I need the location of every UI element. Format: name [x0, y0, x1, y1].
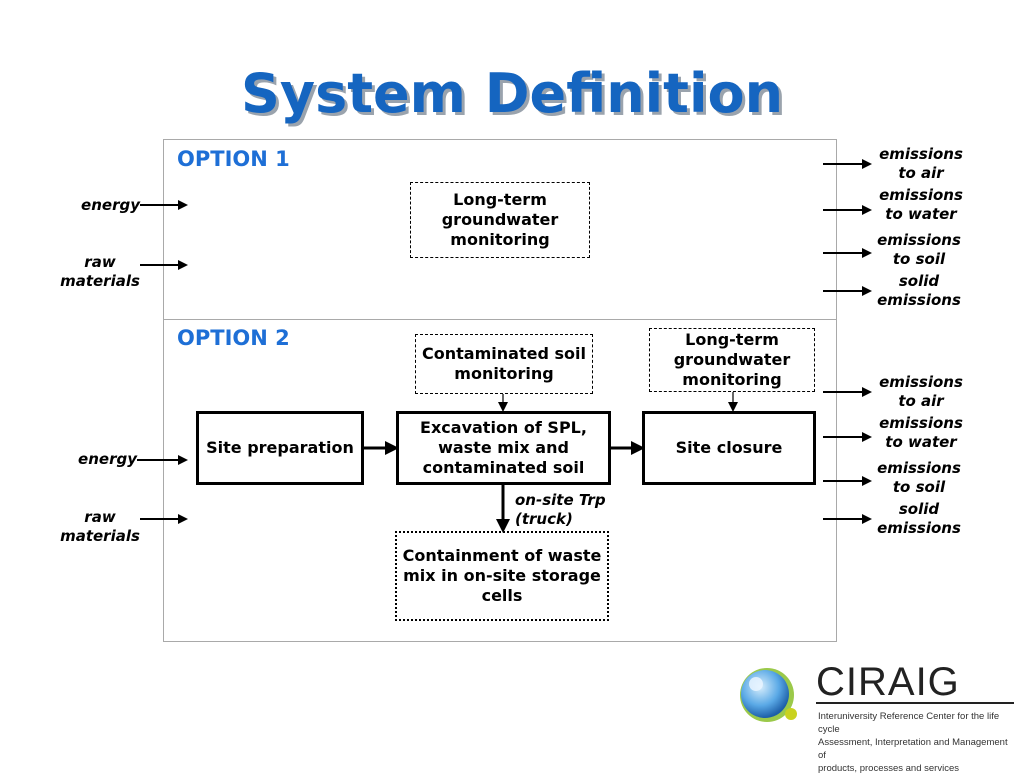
- box-label: Long-term groundwater monitoring: [673, 330, 791, 389]
- option1-label: OPTION 1: [177, 147, 290, 171]
- site-closure-box: Site closure: [642, 411, 816, 485]
- box-label: Site closure: [675, 438, 783, 457]
- option1-groundwater-monitoring-box: Long-term groundwater monitoring: [410, 182, 590, 258]
- option1-output-water: emissions to water: [879, 186, 963, 223]
- site-preparation-box: Site preparation: [196, 411, 364, 485]
- option1-input-energy: energy: [81, 196, 140, 214]
- option2-output-solid: solid emissions: [877, 500, 961, 537]
- excavation-box: Excavation of SPL, waste mix and contami…: [396, 411, 611, 485]
- soil-monitoring-box: Contaminated soil monitoring: [415, 334, 593, 394]
- ciraig-logo-icon: [740, 668, 797, 722]
- logo-divider: [816, 702, 1014, 704]
- containment-box: Containment of waste mix in on-site stor…: [395, 531, 609, 621]
- option2-input-raw-materials: raw materials: [60, 508, 140, 545]
- option2-output-air: emissions to air: [879, 373, 963, 410]
- box-label: Containment of waste mix in on-site stor…: [402, 546, 602, 605]
- box-label: Site preparation: [206, 438, 354, 457]
- ciraig-logo-subtitle: Interuniversity Reference Center for the…: [818, 711, 1008, 774]
- option1-output-soil: emissions to soil: [877, 231, 961, 268]
- slide-title: System Definition: [240, 62, 784, 125]
- option1-output-air: emissions to air: [879, 145, 963, 182]
- ciraig-logo-text: CIRAIG: [816, 660, 960, 704]
- option2-groundwater-monitoring-box: Long-term groundwater monitoring: [649, 328, 815, 392]
- option2-output-water: emissions to water: [879, 414, 963, 451]
- option2-input-energy: energy: [78, 450, 137, 468]
- box-label: Excavation of SPL, waste mix and contami…: [420, 418, 587, 477]
- option2-output-soil: emissions to soil: [877, 459, 961, 496]
- box-label: Contaminated soil monitoring: [422, 344, 586, 383]
- option1-output-solid: solid emissions: [877, 272, 961, 309]
- option1-input-raw-materials: raw materials: [60, 253, 140, 290]
- option2-label: OPTION 2: [177, 326, 290, 350]
- transport-label: on-site Trp (truck): [515, 491, 606, 528]
- box-label: Long-term groundwater monitoring: [441, 190, 559, 249]
